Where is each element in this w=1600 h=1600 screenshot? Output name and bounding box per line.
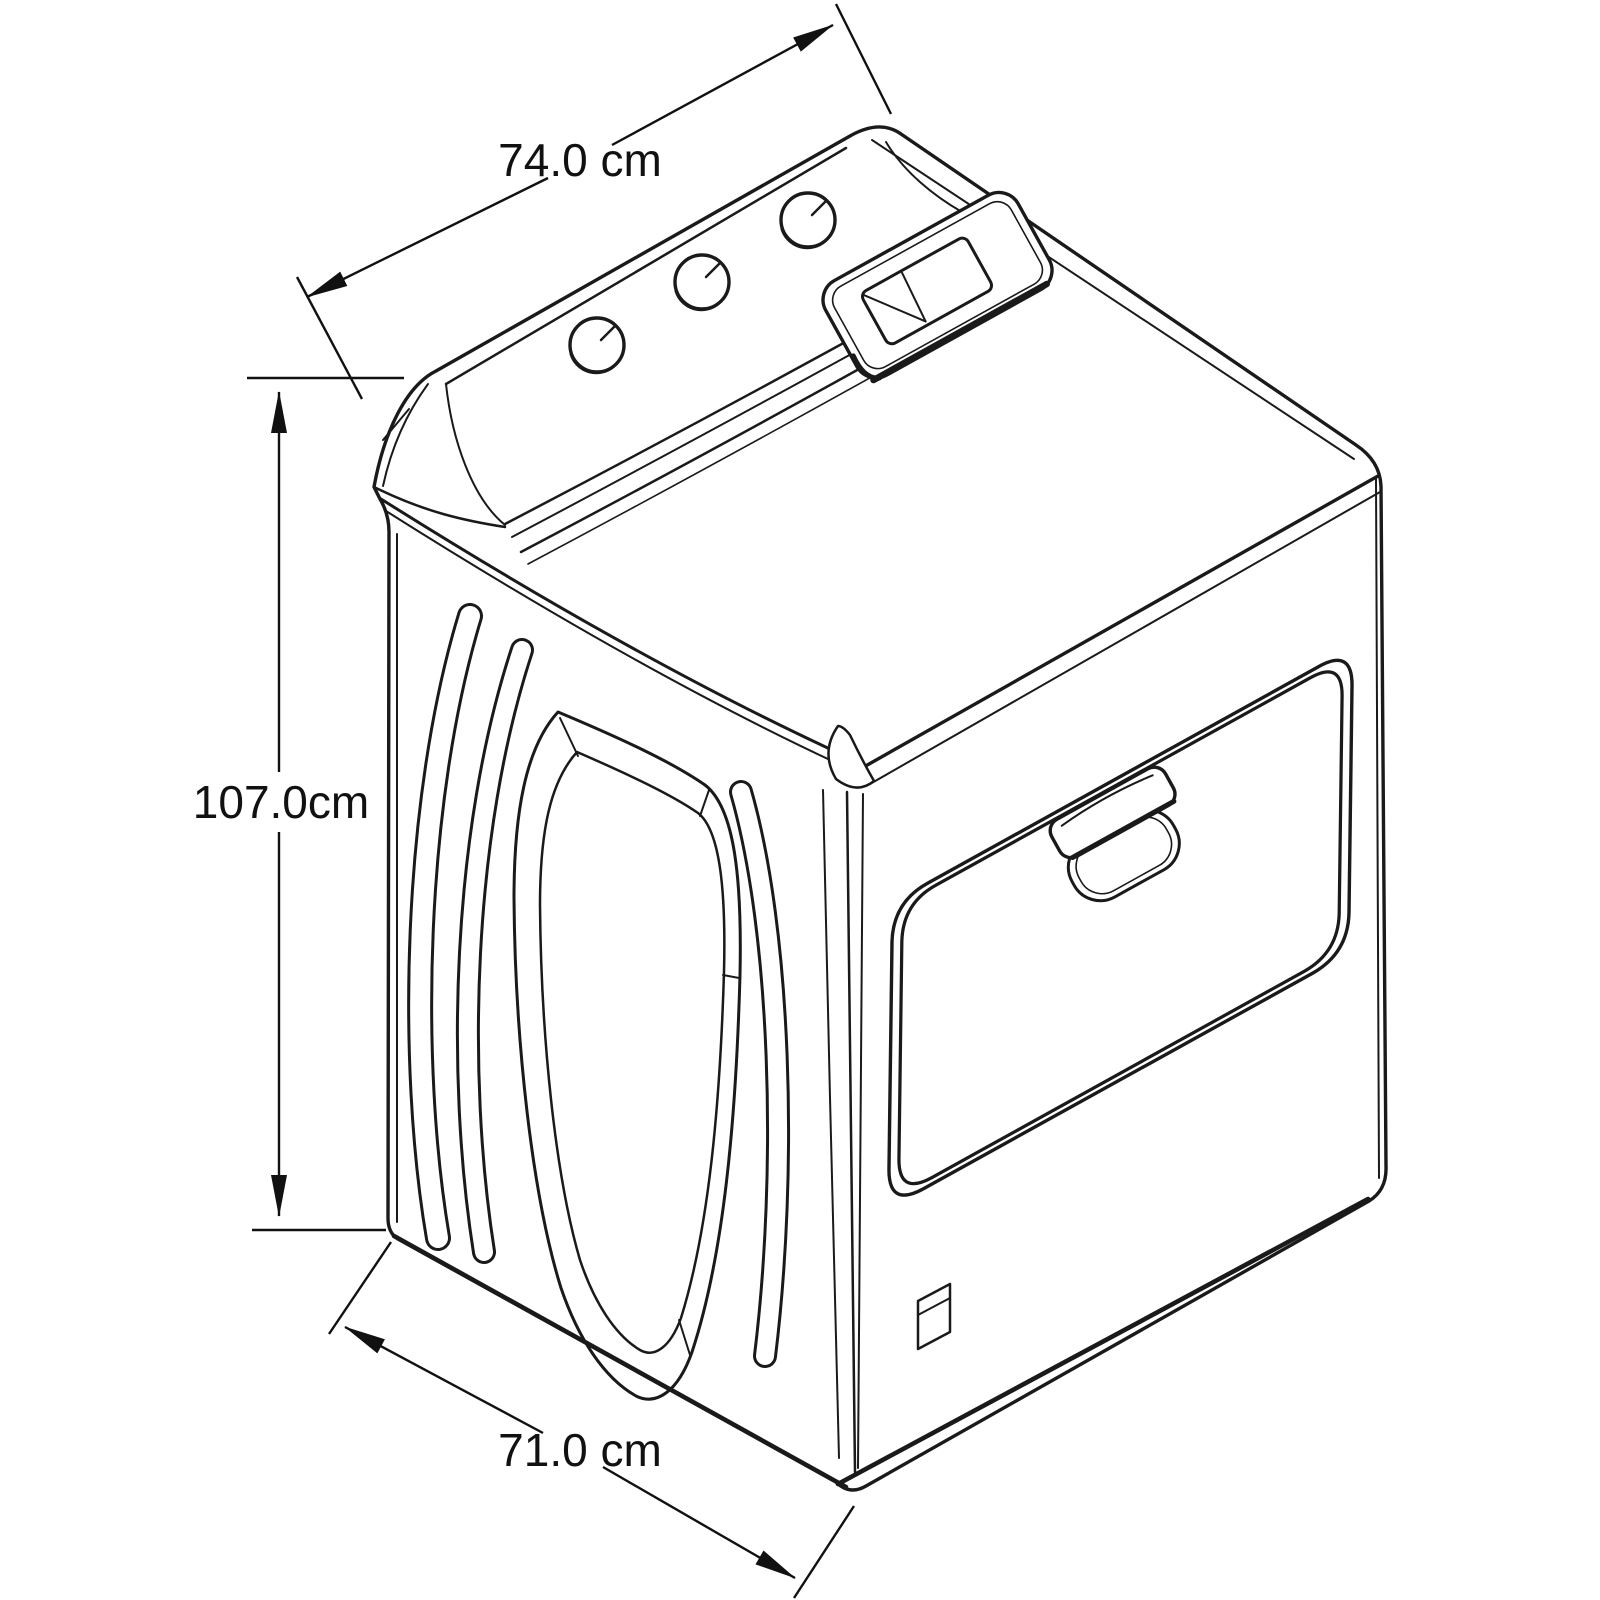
depth-label: 74.0 cm (498, 134, 662, 186)
machine-silhouette (372, 125, 1388, 1492)
width-label: 71.0 cm (498, 1424, 662, 1476)
dimension-width: 71.0 cm (328, 1241, 856, 1599)
control-knob-1 (568, 316, 626, 375)
lid-handle-recess (821, 190, 1054, 384)
door-handle (1048, 765, 1181, 903)
dimension-height: 107.0cm (193, 376, 404, 1232)
cabinet-edge-seams (379, 139, 1381, 1223)
model-badge (916, 1282, 952, 1351)
dimension-depth: 74.0 cm (295, 3, 893, 400)
front-corner-edge (822, 724, 876, 1474)
side-panel-ribs (407, 603, 791, 1401)
dimension-annotations: 74.0 cm 107.0cm 71.0 cm (193, 3, 893, 1599)
door (887, 658, 1354, 1197)
control-knob-3 (779, 191, 837, 250)
console-end-cap (372, 383, 507, 529)
dryer-illustration (372, 125, 1388, 1492)
height-label: 107.0cm (193, 776, 369, 828)
base-edges (391, 1196, 1371, 1490)
control-knob-2 (673, 253, 731, 312)
